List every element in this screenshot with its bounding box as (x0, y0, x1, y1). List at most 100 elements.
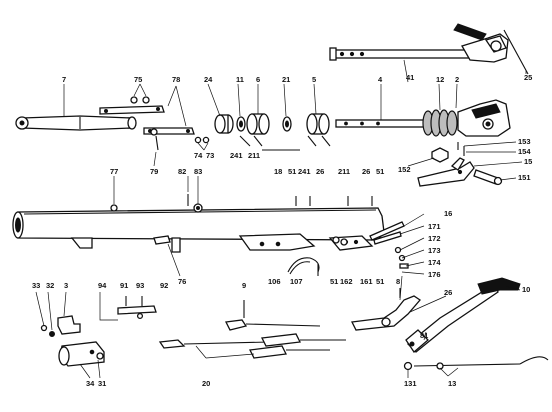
bellows-12 (422, 109, 458, 137)
label-92: 92 (160, 281, 168, 290)
pins-241-211 (239, 135, 331, 151)
bracket-91-93-92 (99, 292, 157, 321)
cable-9 (225, 300, 321, 331)
cable-13 (403, 356, 549, 377)
bush-6 (246, 113, 270, 135)
nut-32 (49, 331, 55, 337)
rod-4 (335, 119, 425, 128)
label-18: 18 (274, 167, 282, 176)
grease-nipple-77 (110, 204, 118, 212)
pin-76 (153, 235, 171, 245)
label-241a: 241 (230, 151, 243, 160)
label-13: 13 (448, 379, 456, 388)
label-5: 5 (312, 75, 316, 84)
label-154: 154 (518, 147, 531, 156)
label-9: 9 (242, 281, 246, 290)
nuts-162-161 (332, 236, 348, 246)
hand-lever-10 (405, 277, 521, 353)
label-107: 107 (290, 277, 303, 286)
label-211b: 211 (338, 167, 350, 176)
label-241b: 241 (298, 167, 311, 176)
label-82: 82 (178, 167, 186, 176)
label-26b: 26 (362, 167, 370, 176)
label-77: 77 (110, 167, 118, 176)
label-51d: 51 (376, 277, 384, 286)
label-15: 15 (524, 157, 532, 166)
parts-171-176 (373, 213, 425, 275)
label-162: 162 (340, 277, 353, 286)
label-26a: 26 (316, 167, 324, 176)
label-176: 176 (428, 270, 441, 279)
label-24: 24 (204, 75, 213, 84)
lever-15 (417, 157, 475, 187)
label-93: 93 (136, 281, 144, 290)
ring-11 (236, 116, 246, 132)
washer-33 (40, 324, 48, 332)
label-3: 3 (64, 281, 68, 290)
label-174: 174 (428, 258, 441, 267)
label-20: 20 (202, 379, 210, 388)
drawbar-41 (329, 47, 475, 61)
nut-152 (431, 147, 449, 163)
label-74: 74 (194, 151, 203, 160)
label-41: 41 (406, 73, 414, 82)
label-11: 11 (236, 75, 244, 84)
bush-5 (306, 113, 330, 135)
label-31: 31 (98, 379, 106, 388)
label-12: 12 (436, 75, 444, 84)
label-79: 79 (150, 167, 158, 176)
label-25: 25 (524, 73, 532, 82)
pin-151 (473, 169, 503, 186)
pins-153-154 (457, 142, 465, 156)
label-75: 75 (134, 75, 142, 84)
label-83: 83 (194, 167, 202, 176)
bolts-74-73 (194, 136, 210, 151)
label-78: 78 (172, 75, 180, 84)
label-4: 4 (378, 75, 383, 84)
coupling-head-25 (453, 23, 529, 75)
label-76: 76 (178, 277, 186, 286)
label-131: 131 (404, 379, 417, 388)
label-26c: 26 (444, 288, 452, 297)
coupling-2 (457, 99, 511, 137)
bearing-24 (214, 114, 234, 134)
label-73: 73 (206, 151, 214, 160)
label-33: 33 (32, 281, 40, 290)
label-151: 151 (518, 173, 531, 182)
label-2: 2 (455, 75, 459, 84)
label-152: 152 (398, 165, 411, 174)
label-10: 10 (522, 285, 530, 294)
label-8: 8 (396, 277, 400, 286)
washers-75 (130, 83, 150, 104)
ring-21 (282, 116, 292, 132)
label-171: 171 (428, 222, 441, 231)
leader-lines (35, 59, 527, 379)
main-frame-tube (12, 207, 385, 253)
label-16: 16 (444, 209, 452, 218)
bracket-3 (57, 315, 81, 335)
label-106: 106 (268, 277, 281, 286)
label-7: 7 (62, 75, 66, 84)
label-94: 94 (98, 281, 107, 290)
label-51c: 51 (330, 277, 338, 286)
pin-79 (150, 128, 159, 151)
label-81: 81 (420, 331, 428, 340)
label-211a: 211 (248, 151, 260, 160)
lever-8-26 (351, 288, 421, 331)
screws-51 (295, 196, 373, 206)
label-172: 172 (428, 234, 441, 243)
label-21: 21 (282, 75, 290, 84)
label-51b: 51 (376, 167, 384, 176)
label-153: 153 (518, 137, 531, 146)
spring-106 (287, 257, 320, 275)
cables-20 (158, 333, 346, 359)
sleeve-31 (58, 341, 105, 367)
label-32: 32 (46, 281, 54, 290)
washer-83 (193, 203, 203, 213)
label-34: 34 (86, 379, 95, 388)
label-173: 173 (428, 246, 441, 255)
label-161: 161 (360, 277, 373, 286)
label-51a: 51 (288, 167, 296, 176)
label-6: 6 (256, 75, 260, 84)
